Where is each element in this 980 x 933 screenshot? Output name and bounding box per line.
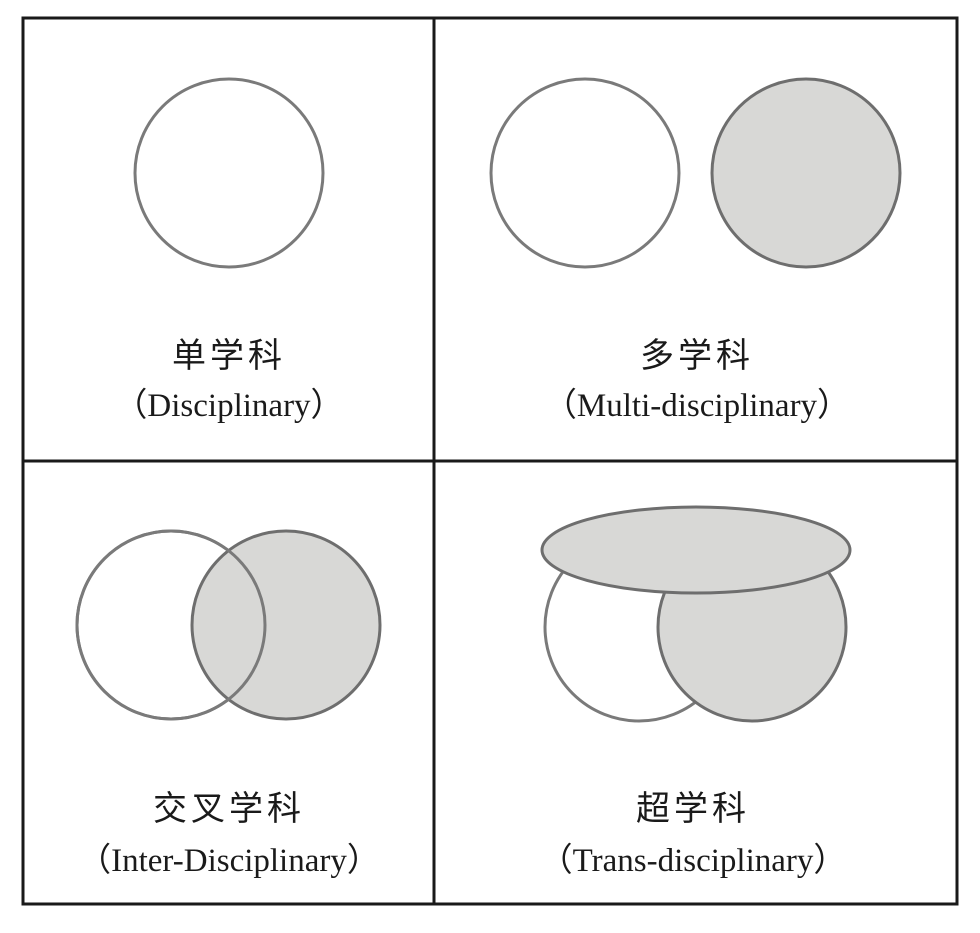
- panel-title-en: （Multi-disciplinary）: [544, 388, 850, 424]
- grid-frame: [21, 16, 959, 906]
- panel-title-en: （Disciplinary）: [114, 388, 343, 424]
- discipline-circle: [133, 77, 325, 269]
- overlap-outline: [75, 529, 267, 721]
- panel-inter-disciplinary: 交叉学科 （Inter-Disciplinary）: [75, 529, 382, 879]
- panel-title-cn: 超学科: [636, 789, 750, 829]
- discipline-circle-b: [190, 529, 382, 721]
- overarching-ellipse: [540, 505, 852, 595]
- panel-trans-disciplinary: 超学科 （Trans-disciplinary）: [540, 505, 852, 879]
- panel-title-en: （Trans-disciplinary）: [540, 843, 847, 879]
- panel-title-cn: 多学科: [640, 336, 754, 376]
- panel-disciplinary: 单学科 （Disciplinary）: [114, 77, 344, 424]
- panel-title-cn: 单学科: [172, 336, 286, 376]
- discipline-circle-a: [489, 77, 681, 269]
- discipline-circle-b: [710, 77, 902, 269]
- panel-title-cn: 交叉学科: [153, 789, 305, 829]
- panel-multi-disciplinary: 多学科 （Multi-disciplinary）: [489, 77, 902, 424]
- panel-title-en: （Inter-Disciplinary）: [78, 843, 380, 879]
